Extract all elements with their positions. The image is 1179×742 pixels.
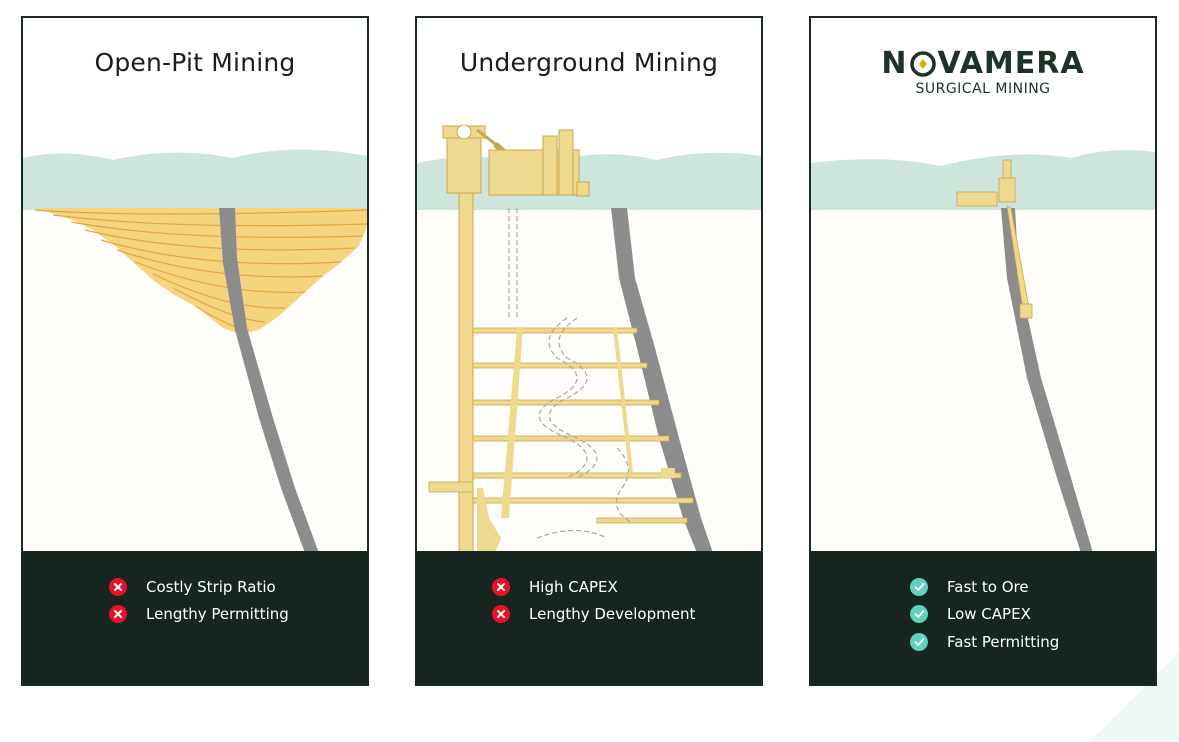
ore-vein	[611, 208, 713, 553]
hill-band	[23, 149, 367, 210]
list-item-label: Low CAPEX	[947, 605, 1031, 624]
underground-panel: Underground Mining High CAPEX Lengthy De…	[415, 16, 763, 686]
underground-illustration	[417, 124, 761, 553]
pit-ore-region	[33, 208, 367, 334]
x-icon	[109, 577, 127, 596]
surgical-rig	[956, 159, 1033, 319]
list-item: High CAPEX	[492, 573, 695, 601]
headframe	[442, 124, 590, 197]
panel-footer: Fast to Ore Low CAPEX Fast Permitting	[811, 551, 1155, 684]
list-item: Lengthy Permitting	[109, 601, 289, 629]
open-pit-panel: Open-Pit Mining Costly Strip Ratio Lengt…	[21, 16, 369, 686]
panel-title: Open-Pit Mining	[94, 48, 296, 77]
panel-title: Underground Mining	[459, 48, 719, 77]
brand-o-mark	[909, 50, 937, 78]
x-icon	[109, 605, 127, 624]
list-item-label: Fast Permitting	[947, 632, 1060, 651]
list-item-label: High CAPEX	[529, 577, 618, 596]
novamera-panel: N VAMERA SURGICAL MINING Fast to Ore	[809, 16, 1157, 686]
brand-logo: N VAMERA SURGICAL MINING	[811, 46, 1155, 97]
list-item-label: Costly Strip Ratio	[146, 577, 276, 596]
list-item-label: Lengthy Permitting	[146, 605, 289, 624]
brand-name: N VAMERA	[881, 46, 1084, 81]
benefit-list: Fast to Ore Low CAPEX Fast Permitting	[910, 573, 1059, 656]
brand-name-right: VAMERA	[937, 46, 1085, 81]
list-item: Lengthy Development	[492, 601, 695, 629]
open-pit-illustration	[23, 149, 367, 553]
list-item: Costly Strip Ratio	[109, 573, 289, 601]
ore-vein	[1001, 208, 1093, 553]
check-icon	[910, 577, 928, 596]
x-icon	[492, 605, 510, 624]
drawback-list: Costly Strip Ratio Lengthy Permitting	[109, 573, 289, 628]
surgical-mining-illustration	[811, 150, 1155, 553]
check-icon	[910, 632, 928, 651]
list-item-label: Lengthy Development	[529, 605, 696, 624]
drawback-list: High CAPEX Lengthy Development	[492, 573, 695, 628]
hill-band	[811, 150, 1155, 210]
list-item: Fast Permitting	[910, 628, 1059, 656]
brand-name-left: N	[881, 46, 908, 81]
list-item: Low CAPEX	[910, 601, 1059, 629]
brand-subtitle: SURGICAL MINING	[915, 81, 1051, 97]
panel-footer: Costly Strip Ratio Lengthy Permitting	[23, 551, 367, 684]
panel-footer: High CAPEX Lengthy Development	[417, 551, 761, 684]
x-icon	[492, 577, 510, 596]
ore-vein	[219, 208, 319, 553]
list-item-label: Fast to Ore	[947, 577, 1029, 596]
check-icon	[910, 605, 928, 624]
list-item: Fast to Ore	[910, 573, 1059, 601]
